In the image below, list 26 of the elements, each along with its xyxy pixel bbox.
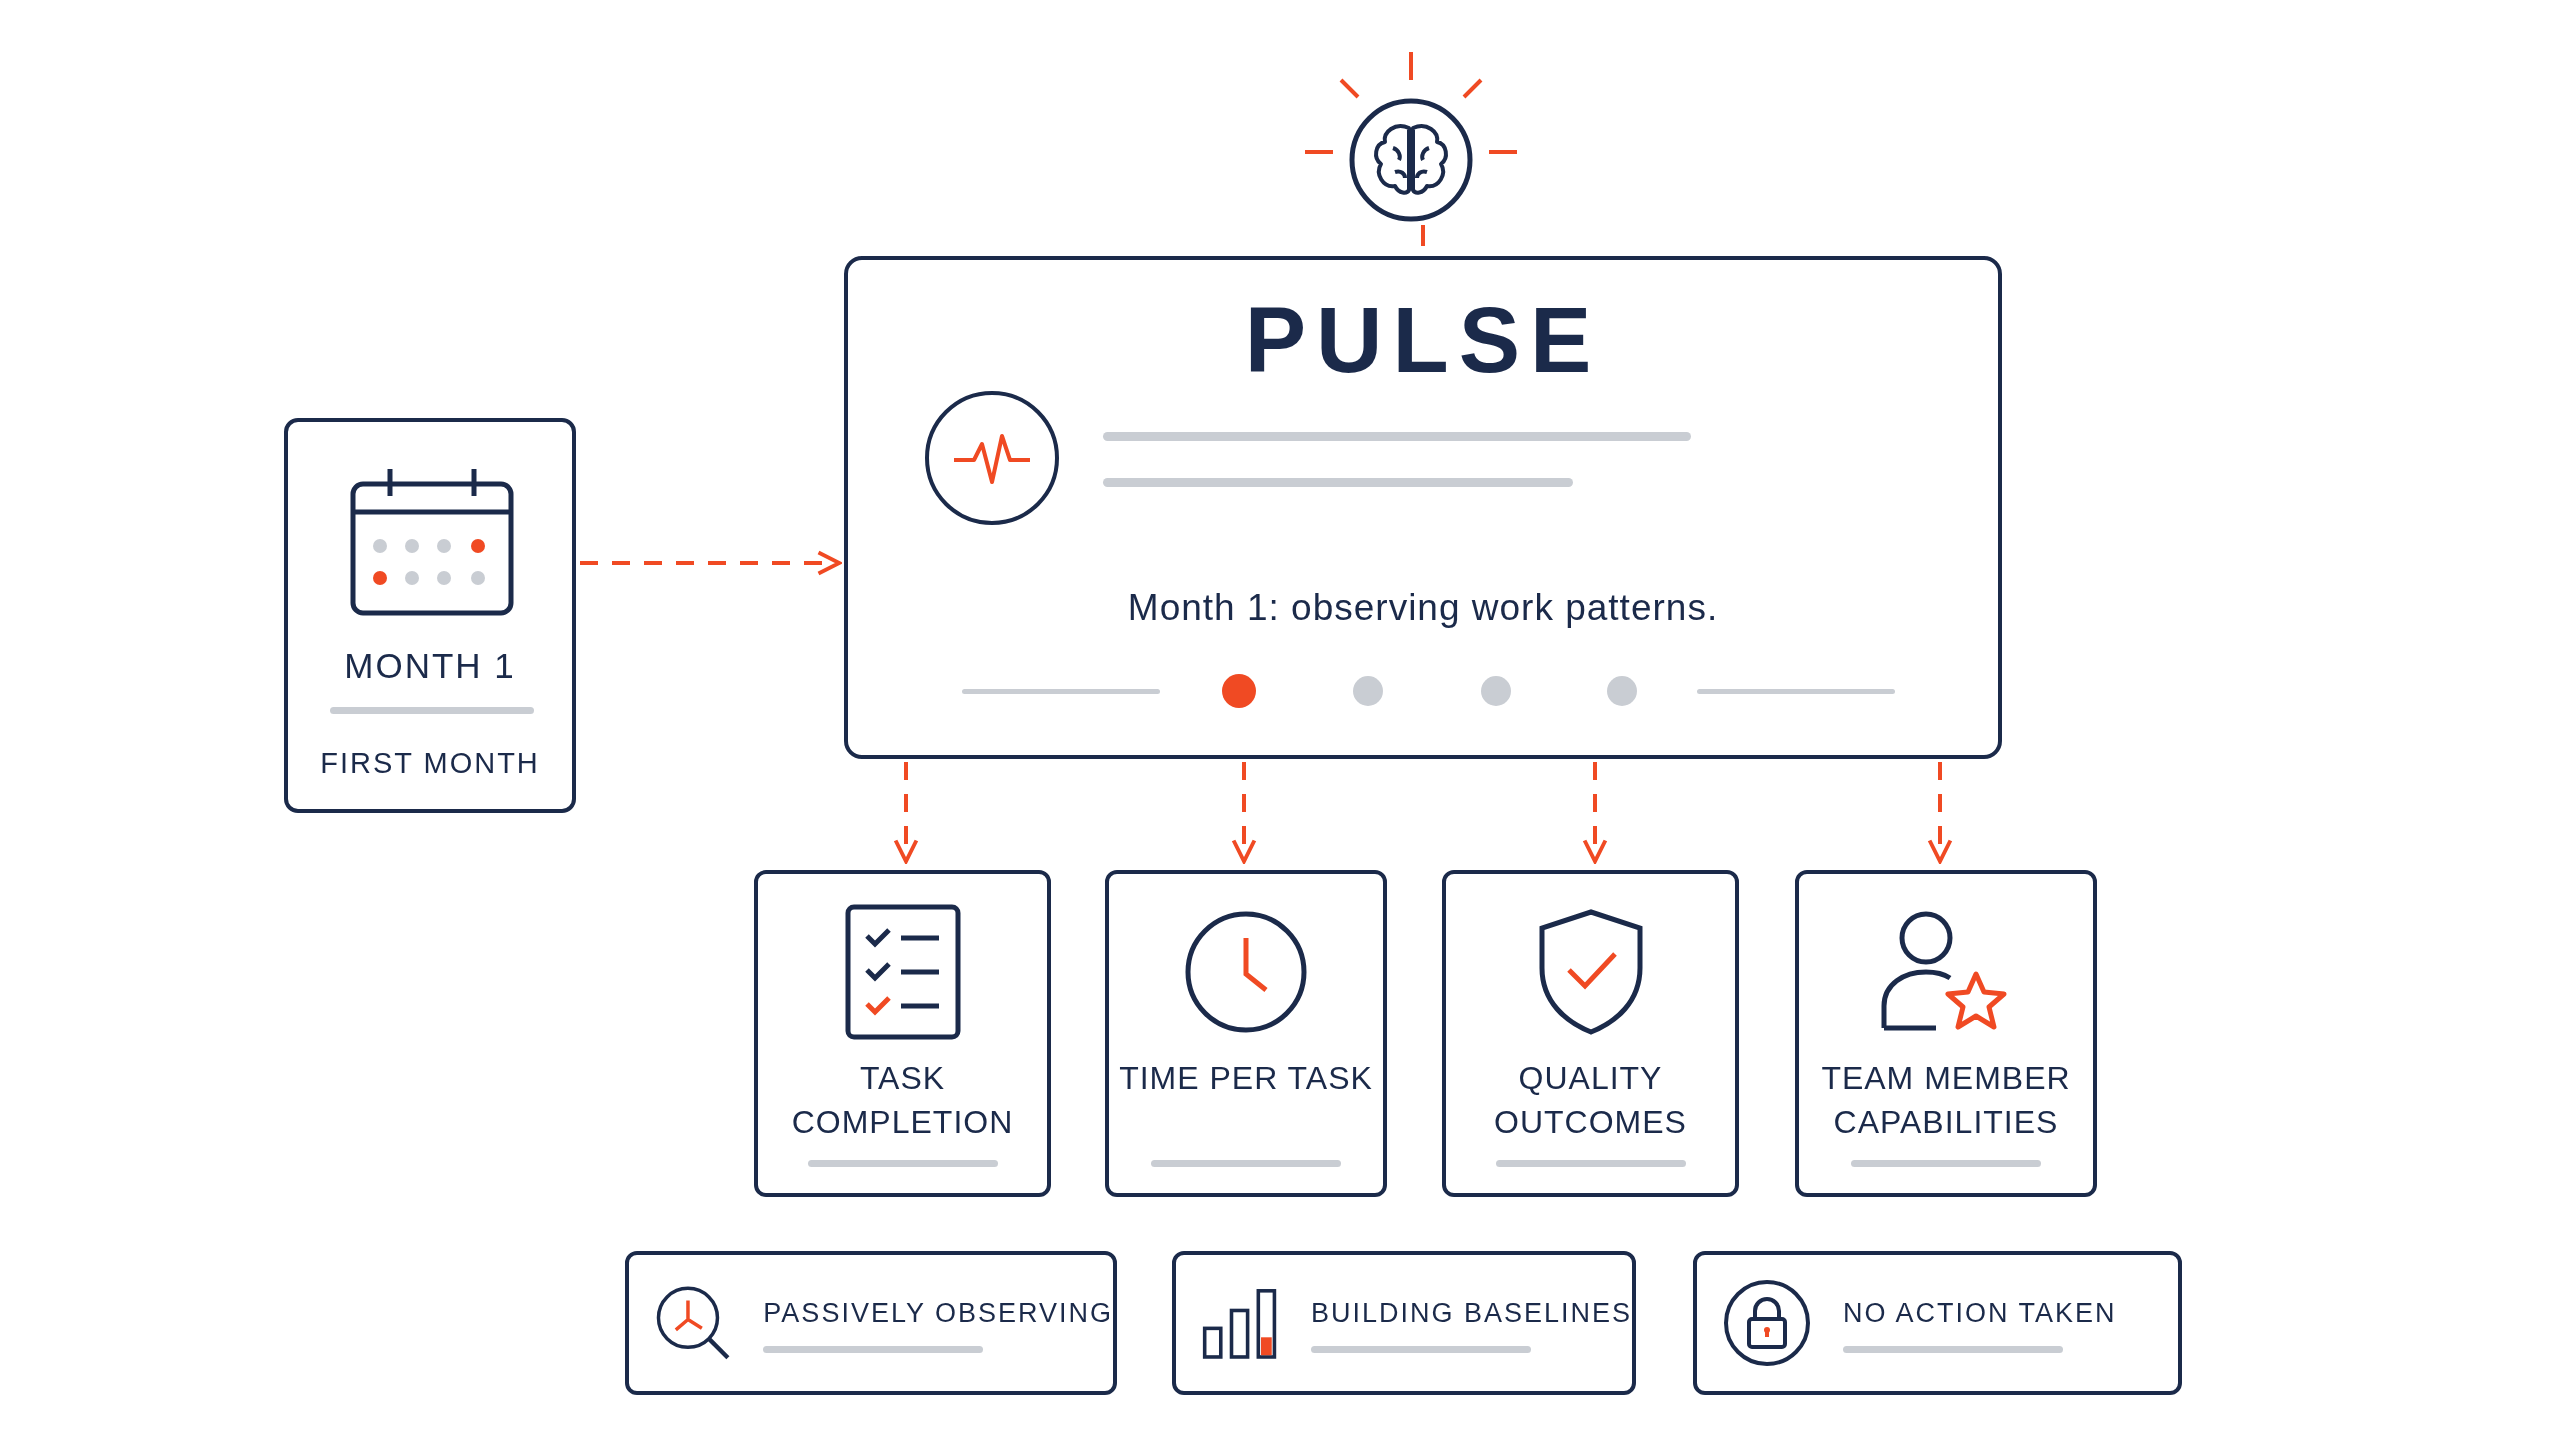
metric-label: TEAM MEMBER CAPABILITIES bbox=[1820, 1059, 2072, 1142]
month-sublabel: FIRST MONTH bbox=[319, 746, 541, 781]
metric-card bbox=[754, 870, 1051, 1197]
metric-label: TIME PER TASK bbox=[1118, 1059, 1374, 1098]
metric-label: QUALITY OUTCOMES bbox=[1493, 1059, 1688, 1142]
status-label: NO ACTION TAKEN bbox=[1843, 1297, 2117, 1331]
arrow bbox=[580, 550, 842, 576]
metric-label: TASK COMPLETION bbox=[790, 1059, 1015, 1142]
arrow bbox=[1582, 762, 1608, 864]
month-label: MONTH 1 bbox=[343, 645, 517, 687]
panel-title: PULSE bbox=[1243, 294, 1603, 386]
arrow bbox=[1927, 762, 1953, 864]
status-text: Month 1: observing work patterns. bbox=[1126, 586, 1720, 630]
status-label: PASSIVELY OBSERVING bbox=[763, 1297, 1113, 1331]
connector-line bbox=[1421, 225, 1425, 246]
arrow bbox=[1231, 762, 1257, 864]
month-card bbox=[284, 418, 576, 813]
metric-card bbox=[1442, 870, 1739, 1197]
status-label: BUILDING BASELINES bbox=[1310, 1297, 1632, 1331]
status-card bbox=[625, 1251, 1117, 1395]
status-card bbox=[1172, 1251, 1636, 1395]
arrow bbox=[893, 762, 919, 864]
main-panel bbox=[844, 256, 2002, 759]
metric-card bbox=[1795, 870, 2097, 1197]
status-card bbox=[1693, 1251, 2182, 1395]
metric-card bbox=[1105, 870, 1387, 1197]
